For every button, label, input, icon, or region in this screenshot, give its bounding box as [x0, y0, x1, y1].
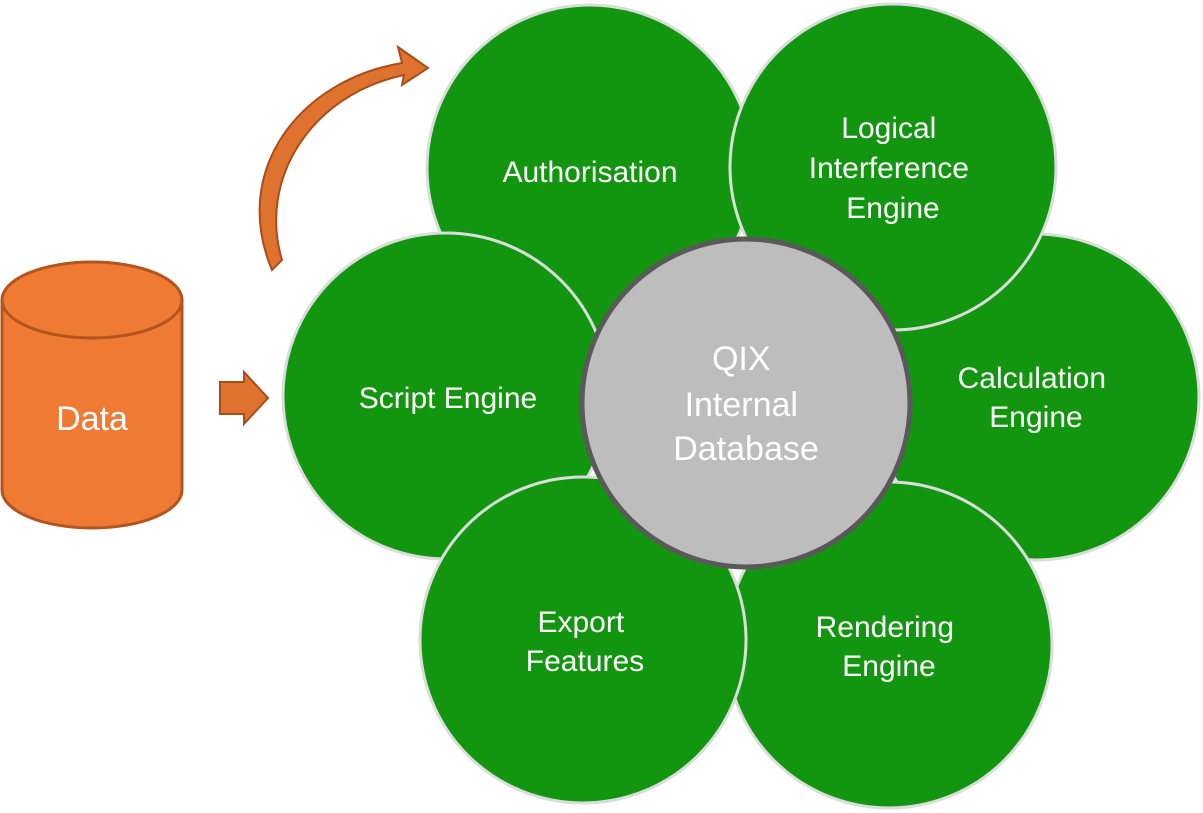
curved-arrow-icon — [258, 44, 430, 272]
center-label: QIX Internal Database — [673, 340, 819, 468]
component-label: Export Features — [526, 606, 644, 678]
component-label-line: Interference — [809, 152, 969, 185]
right-arrow-icon — [219, 369, 270, 427]
component-export-features: Export Features — [418, 475, 748, 805]
component-logical-interference-engine: Logical Interference Engine — [728, 2, 1058, 332]
database-cylinder-icon — [0, 260, 184, 530]
component-label-line: Authorisation — [502, 156, 677, 189]
center-label-line: QIX — [712, 340, 771, 378]
data-source: Data — [0, 260, 184, 530]
center-label-line: Database — [673, 430, 819, 468]
component-label-line: Engine — [846, 192, 939, 225]
component-label-line: Logical — [841, 112, 936, 145]
component-label: Logical Interference Engine — [809, 112, 977, 225]
center-database: QIX Internal Database — [579, 236, 913, 570]
component-label-line: Engine — [989, 401, 1082, 434]
component-label: Authorisation — [502, 156, 677, 189]
component-label-line: Engine — [842, 650, 935, 683]
component-label: Calculation Engine — [958, 362, 1115, 434]
component-label: Rendering Engine — [816, 611, 963, 683]
component-label-line: Calculation — [958, 362, 1106, 395]
data-label: Data — [56, 400, 128, 438]
component-label: Script Engine — [359, 382, 537, 415]
component-label-line: Script Engine — [359, 382, 537, 415]
component-label-line: Rendering — [816, 611, 954, 644]
component-circles: Authorisation Calculation Engine Renderi… — [281, 2, 1201, 810]
center-label-line: Internal — [685, 386, 798, 424]
component-label-line: Features — [526, 645, 644, 678]
component-label-line: Export — [537, 606, 624, 639]
